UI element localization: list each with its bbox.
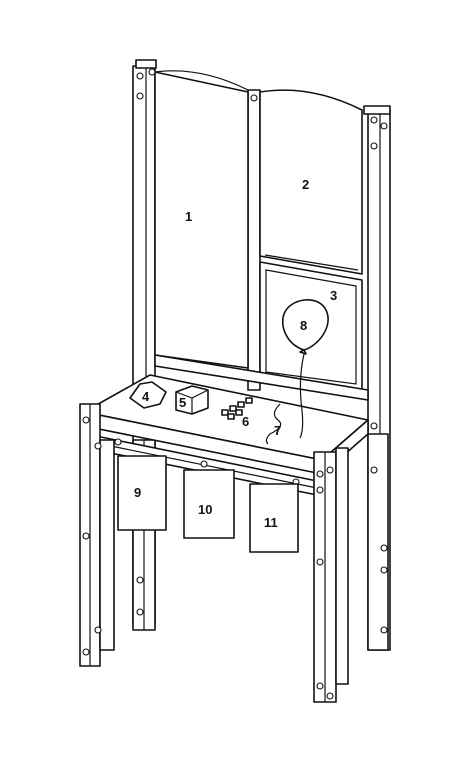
label-6: 6 (242, 414, 249, 429)
label-5: 5 (179, 395, 186, 410)
bolt-holes (82, 68, 388, 700)
label-9: 9 (134, 485, 141, 500)
back-panel-2 (259, 89, 363, 275)
rear-right-leg (367, 433, 389, 651)
back-left-post-cap (135, 59, 157, 69)
label-7: 7 (274, 423, 281, 438)
item-11-sheet (249, 483, 299, 553)
item-10-sheet (183, 469, 235, 539)
back-right-post-cap (363, 105, 391, 115)
label-2: 2 (302, 177, 309, 192)
item-6-blocks (221, 397, 253, 420)
item-7-string (265, 403, 282, 445)
front-right-leg (313, 447, 349, 703)
item-9-sheet (117, 455, 167, 531)
label-8: 8 (300, 318, 307, 333)
back-panel-1 (154, 70, 249, 369)
rear-seat-rail (154, 354, 369, 401)
front-left-leg (79, 403, 115, 667)
label-1: 1 (185, 209, 192, 224)
item-8-balloon (282, 299, 329, 439)
item-5-cube (175, 385, 209, 415)
back-center-post (247, 89, 261, 391)
label-11: 11 (264, 515, 278, 530)
label-3: 3 (330, 288, 337, 303)
label-4: 4 (142, 389, 150, 404)
item-4-rock (129, 381, 167, 409)
label-10: 10 (198, 502, 212, 517)
